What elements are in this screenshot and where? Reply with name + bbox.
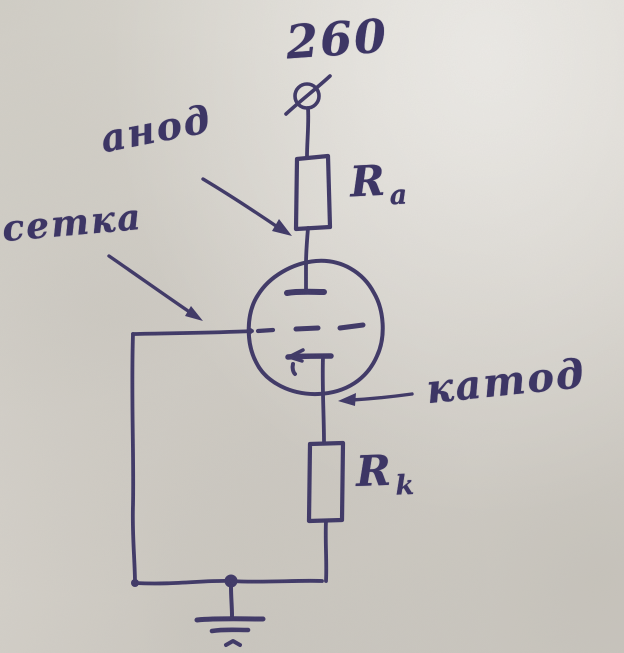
anode-resistor-subscript: a [388,179,411,212]
supply-voltage-label: 260 [284,8,390,70]
cathode-resistor-symbol: R [355,445,394,496]
anode-resistor-label: Ra [348,155,410,212]
cathode-resistor-label: Rk [355,445,417,502]
cathode-resistor-subscript: k [394,469,417,502]
anode-resistor-symbol: R [348,155,389,207]
